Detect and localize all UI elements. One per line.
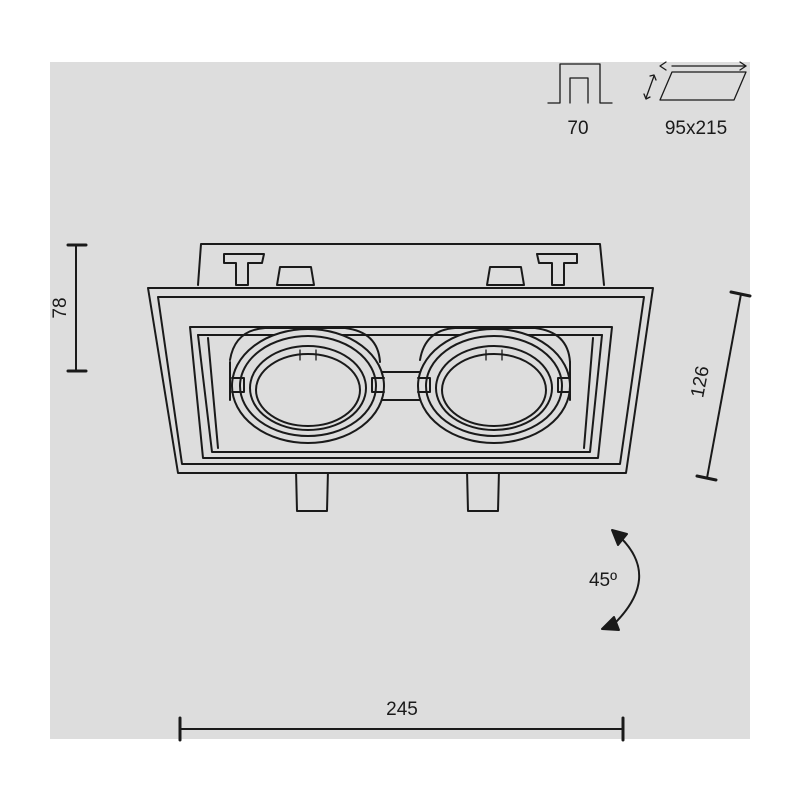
tab-top-left: [276, 266, 315, 286]
gimbal-top-left: [229, 327, 381, 363]
gimbal-top-right: [419, 327, 571, 363]
spring-clip-right: [536, 253, 578, 286]
rotation-angle-label: 45º: [589, 570, 617, 591]
lens-left: [231, 328, 385, 444]
lens-right: [417, 328, 571, 444]
outer-frame: [147, 287, 654, 474]
cutout-label: 95x215: [665, 118, 727, 139]
side-dimension: [695, 290, 752, 482]
width-label: 245: [386, 699, 418, 720]
depth-icon: [547, 63, 613, 104]
height-dimension: [66, 243, 88, 373]
rear-housing: [197, 243, 605, 286]
frame-bevel: [157, 296, 645, 465]
rotation-arrow-icon: [601, 529, 641, 631]
tab-bottom-left: [295, 469, 329, 512]
width-dimension: [178, 716, 625, 742]
spring-clip-left: [223, 253, 265, 286]
height-label: 78: [50, 297, 71, 318]
cutout-icon: [643, 61, 747, 101]
depth-label: 70: [567, 118, 588, 139]
tab-top-right: [486, 266, 525, 286]
fixture-drawing: [147, 243, 654, 512]
tab-bottom-right: [466, 469, 500, 512]
